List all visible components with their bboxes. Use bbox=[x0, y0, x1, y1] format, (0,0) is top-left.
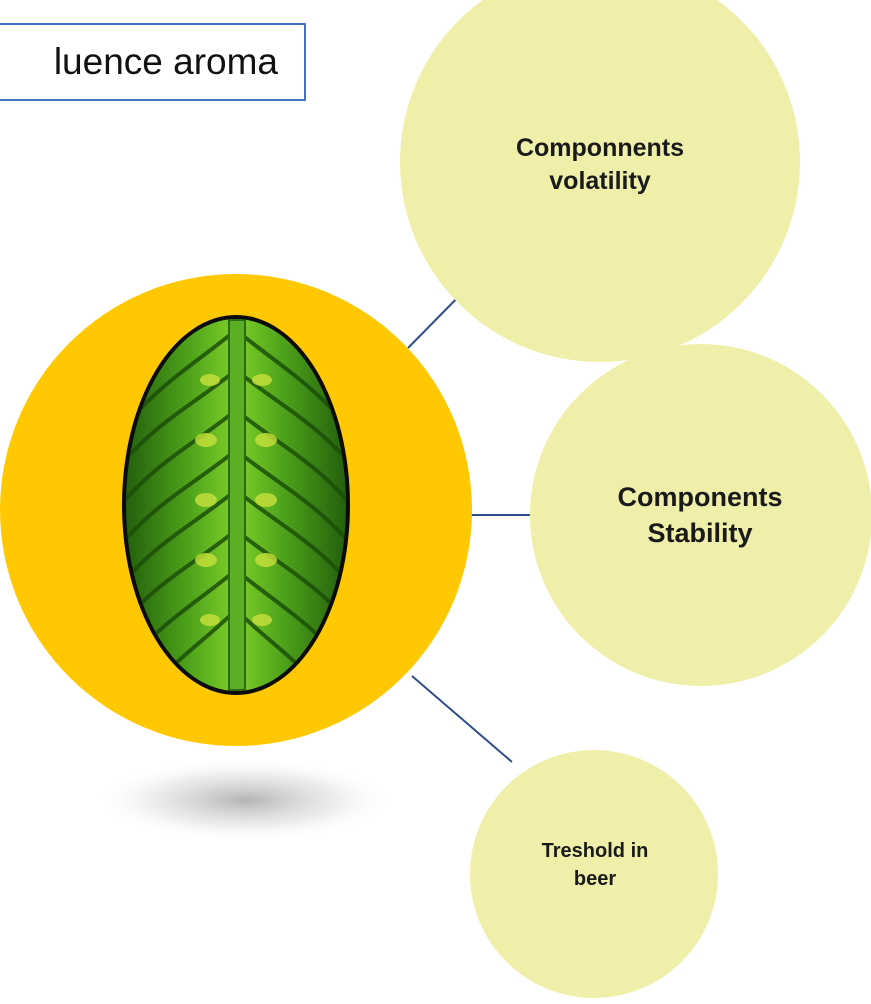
bubble-label-stability: Components Stability bbox=[530, 460, 870, 570]
title-box: luence aroma bbox=[0, 23, 306, 101]
title-text: luence aroma bbox=[54, 41, 278, 83]
connector-threshold bbox=[412, 676, 512, 762]
bubble-label-volatility: Componnents volatility bbox=[405, 110, 795, 220]
bubble-label-threshold: Treshold in beer bbox=[475, 820, 715, 910]
hop-cone-image bbox=[120, 315, 352, 695]
hub-shadow bbox=[95, 758, 395, 842]
